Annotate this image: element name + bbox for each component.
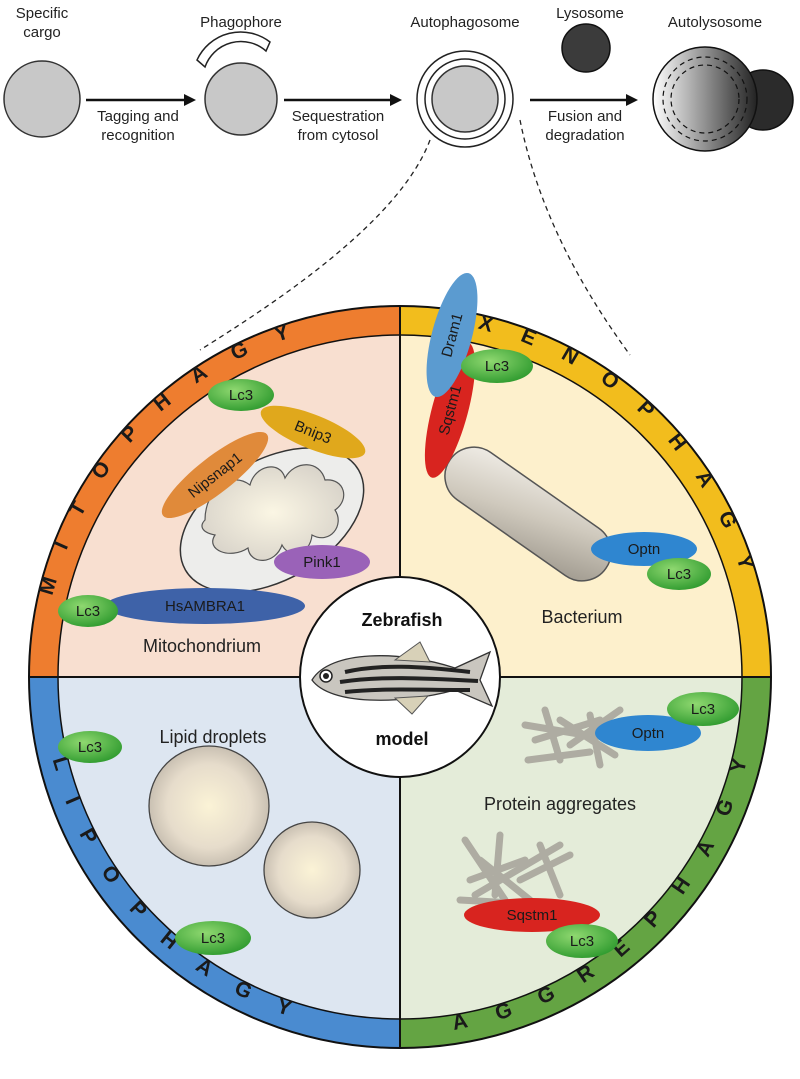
aggrephagy-content: Optn Lc3 Protein aggregates Sqstm1 Lc3 (456, 692, 739, 958)
lc3-aggre-b (546, 924, 618, 958)
phagophore-cargo (204, 62, 278, 136)
dram1-protein (426, 272, 478, 398)
zoom-line-right (519, 119, 631, 356)
sequestration-label-2: from cytosol (298, 127, 379, 144)
zebrafish-center: Zebrafish model (299, 576, 501, 778)
lc3-mito-a (208, 379, 274, 411)
lc3-xeno-a (461, 349, 533, 383)
phagophore-label: Phagophore (200, 14, 282, 31)
lc3-lipo-a-label: Lc3 (78, 739, 102, 756)
center-subtitle: model (375, 729, 428, 749)
lc3-lipo-b-label: Lc3 (201, 930, 225, 947)
hsambra1-protein (105, 588, 305, 624)
optn-aggre-protein (595, 715, 701, 751)
lc3-xeno-b (647, 558, 711, 590)
lipophagy-content: Lipid droplets Lc3 Lc3 (58, 727, 361, 955)
lc3-xeno-a-label: Lc3 (485, 358, 509, 375)
phagophore-membrane (196, 31, 271, 69)
hsambra1-label: HsAMBRA1 (165, 598, 245, 615)
cargo-label-line2: cargo (23, 24, 61, 41)
quadrant-xenophagy (400, 335, 742, 677)
protein-aggregates-label: Protein aggregates (484, 794, 636, 814)
optn-xeno-label: Optn (628, 541, 661, 558)
zebrafish-icon (311, 641, 494, 715)
sqstm1-aggre-protein (464, 898, 600, 932)
lysosome-circle (561, 23, 611, 73)
lc3-lipo-b (175, 921, 251, 955)
quadrant-aggrephagy (400, 677, 742, 1019)
lc3-xeno-b-label: Lc3 (667, 566, 691, 583)
lc3-aggre-b-label: Lc3 (570, 933, 594, 950)
lc3-mito-b-label: Lc3 (76, 603, 100, 620)
bnip3-protein (260, 405, 366, 459)
bacterium-label: Bacterium (541, 607, 622, 627)
pink1-label: Pink1 (303, 554, 341, 571)
lc3-aggre-a-label: Lc3 (691, 701, 715, 718)
center-title: Zebrafish (361, 610, 442, 630)
mitochondrion-cristae (201, 464, 345, 561)
mitophagy-content: Lc3 Bnip3 Nipsnap1 Pink1 HsAMBRA1 Lc3 Mi… (58, 379, 370, 656)
lc3-mito-b (58, 595, 118, 627)
sqstm1-xeno-protein (424, 342, 476, 478)
lc3-aggre-a (667, 692, 739, 726)
autolysosome-label: Autolysosome (668, 14, 762, 31)
lc3-lipo-a (58, 731, 122, 763)
lysosome-label: Lysosome (556, 5, 624, 22)
lipid-droplets-label: Lipid droplets (159, 727, 266, 747)
fusion-label-2: degradation (545, 127, 624, 144)
lipid-droplet-large (148, 745, 270, 867)
autophagosome-label: Autophagosome (410, 14, 519, 31)
mitochondrium-label: Mitochondrium (143, 636, 261, 656)
protein-aggregate-top (521, 706, 624, 769)
lipid-droplet-small (263, 821, 361, 919)
autolysosome-body (652, 46, 758, 152)
nipsnap1-protein (161, 431, 269, 519)
cargo-label-line1: Specific (16, 5, 69, 22)
tagging-label-1: Tagging and (97, 108, 179, 125)
top-pathway: Specific cargo Tagging and recognition P… (3, 5, 794, 356)
cargo-circle (3, 60, 81, 138)
lc3-mito-a-label: Lc3 (229, 387, 253, 404)
sqstm1-aggre-label: Sqstm1 (507, 907, 558, 924)
pink1-protein (274, 545, 370, 579)
tagging-label-2: recognition (101, 127, 174, 144)
sequestration-label-1: Sequestration (292, 108, 385, 125)
xenophagy-content: Sqstm1 Dram1 Lc3 Optn Lc3 Bacterium (424, 272, 711, 627)
fusion-label-1: Fusion and (548, 108, 622, 125)
autophagosome-cargo (431, 65, 499, 133)
optn-xeno-protein (591, 532, 697, 566)
optn-aggre-label: Optn (632, 725, 665, 742)
